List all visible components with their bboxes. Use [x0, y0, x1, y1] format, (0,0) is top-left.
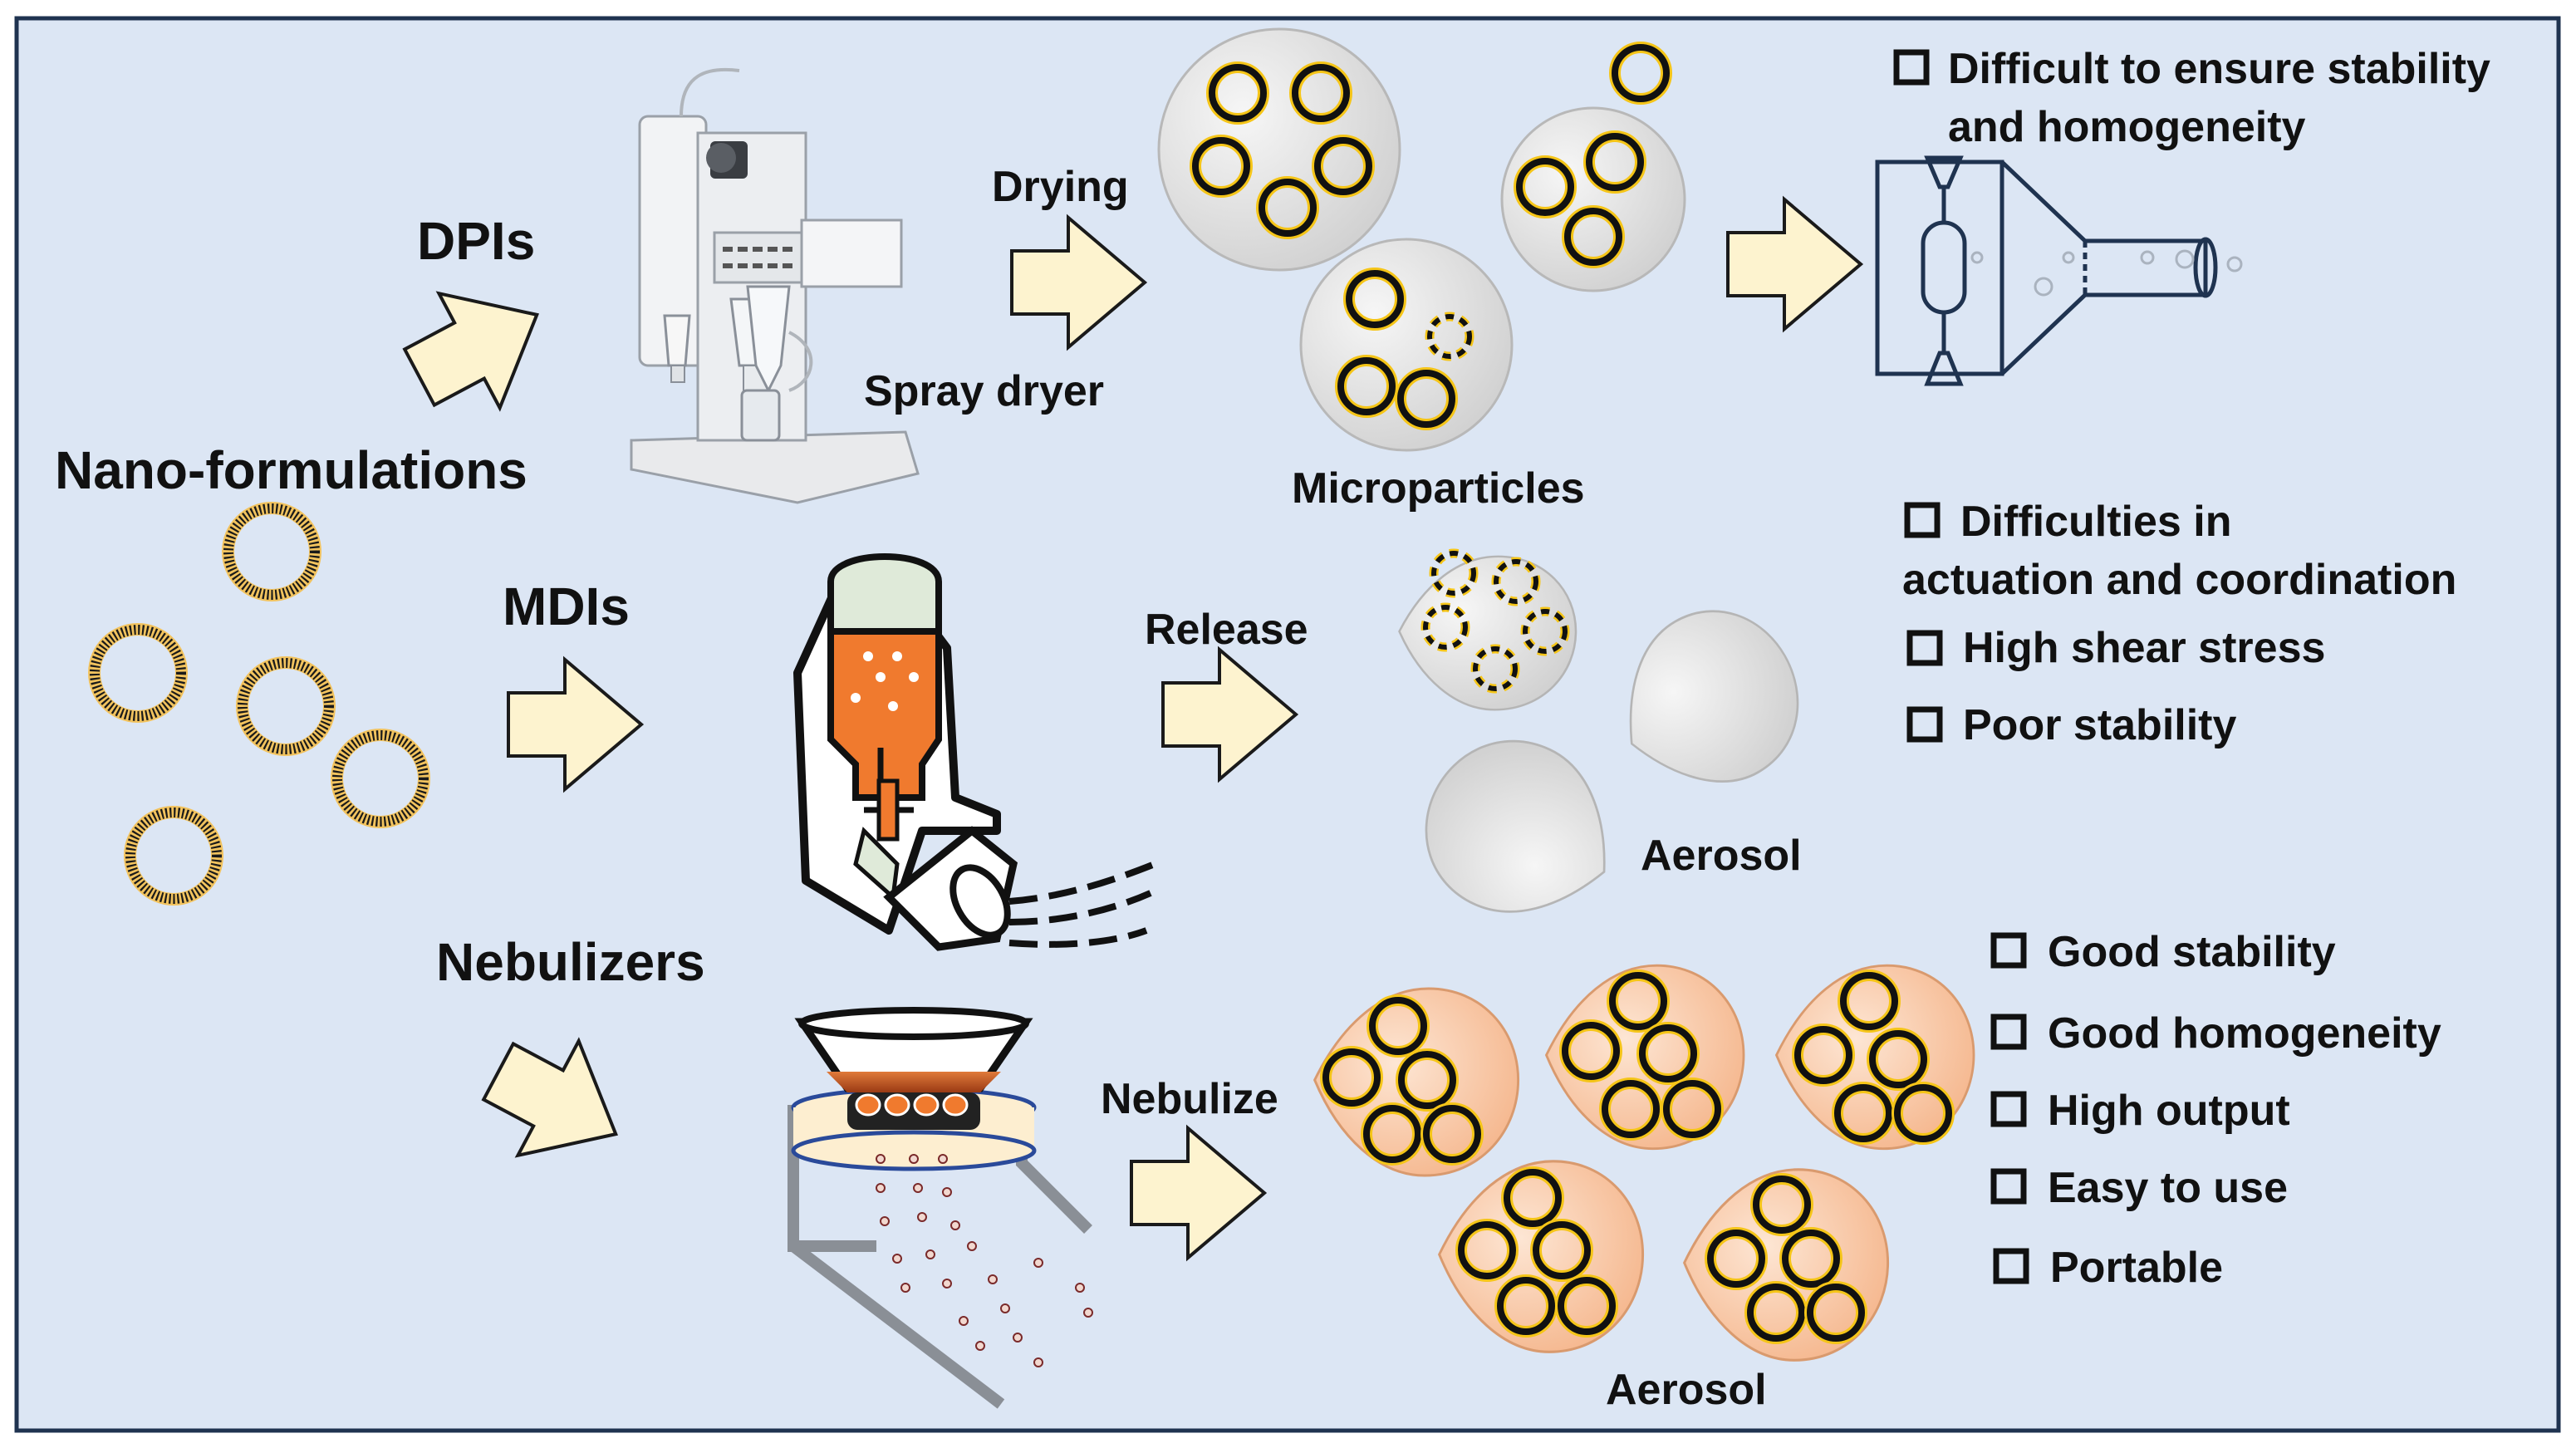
dpi-note-1: Difficult to ensure stability [1948, 45, 2490, 93]
mdi-note-2: actuation and coordination [1902, 556, 2456, 604]
mdi-note-1: Difficulties in [1960, 498, 2231, 546]
microparticle-1 [1157, 27, 1401, 272]
aerosol-mdi-label: Aerosol [1641, 832, 1802, 880]
vesicle-1 [222, 502, 321, 601]
neb-note-3: High output [2048, 1087, 2290, 1135]
mdis-label: MDIs [503, 577, 630, 636]
vesicle-2 [88, 623, 188, 723]
vesicle-4 [331, 729, 430, 828]
neb-note-1: Good stability [2048, 928, 2336, 976]
dpi-notes: Difficult to ensure stability and homoge… [1896, 45, 2490, 151]
nebulizers-label: Nebulizers [436, 932, 705, 992]
drying-label: Drying [992, 163, 1129, 211]
nano-formulations-label: Nano-formulations [55, 440, 527, 500]
spray-dryer-label: Spray dryer [864, 367, 1104, 415]
spray-dryer-icon [630, 67, 920, 504]
neb-note-5: Portable [2050, 1244, 2223, 1292]
nebulize-label: Nebulize [1101, 1075, 1278, 1123]
mdi-note-3: High shear stress [1963, 624, 2325, 672]
dpis-label: DPIs [417, 211, 535, 271]
dry-powder-inhaler-icon [1875, 155, 2243, 386]
mesh-nebulizer-icon [788, 1007, 1093, 1409]
release-label: Release [1145, 606, 1308, 654]
microparticles-group [1157, 27, 1686, 452]
neb-note-2: Good homogeneity [2048, 1009, 2441, 1058]
aerosol-neb-label: Aerosol [1606, 1366, 1767, 1414]
dpi-note-2: and homogeneity [1948, 103, 2306, 151]
mdi-notes: Difficulties in actuation and coordinati… [1902, 498, 2456, 749]
microparticles-label: Microparticles [1292, 464, 1585, 513]
neb-note-4: Easy to use [2048, 1164, 2288, 1212]
vesicle-5 [124, 806, 223, 906]
nebulizer-notes: Good stability Good homogeneity High out… [1994, 928, 2441, 1292]
metered-dose-inhaler-icon [793, 553, 1156, 951]
mdi-note-4: Poor stability [1963, 701, 2236, 749]
vesicle-3 [236, 656, 336, 756]
